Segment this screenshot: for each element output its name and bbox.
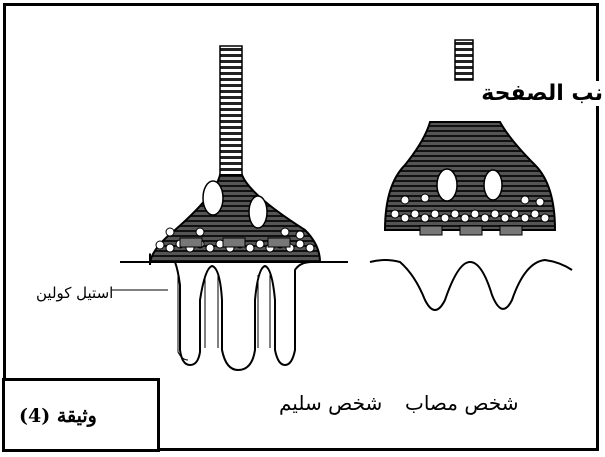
acetylcholine-label: استيل كولين bbox=[36, 284, 113, 302]
affected-release-sites bbox=[420, 226, 522, 235]
healthy-release-sites bbox=[180, 238, 290, 247]
healthy-mitochondrion bbox=[249, 196, 267, 228]
affected-mitochondrion bbox=[437, 169, 457, 201]
healthy-membrane bbox=[120, 262, 348, 370]
page-fragment-text: نب الصفحة bbox=[479, 81, 605, 106]
affected-person-label: شخص مصاب bbox=[405, 391, 519, 415]
affected-terminal bbox=[385, 122, 555, 230]
affected-membrane bbox=[370, 260, 572, 310]
affected-axon bbox=[455, 40, 473, 80]
affected-mitochondrion bbox=[484, 170, 502, 200]
healthy-terminal bbox=[150, 175, 320, 265]
document-label: وثيقة (4) bbox=[19, 405, 97, 427]
healthy-axon bbox=[220, 46, 242, 180]
healthy-mitochondrion bbox=[203, 181, 223, 215]
healthy-person-label: شخص سليم bbox=[279, 391, 382, 415]
document-label-box: وثيقة (4) bbox=[2, 378, 160, 452]
